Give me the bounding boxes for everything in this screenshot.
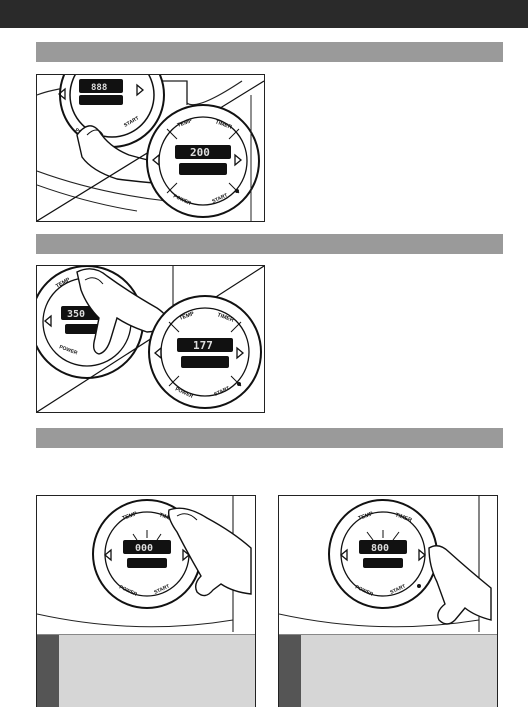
dial-power-left: POWER START bbox=[57, 75, 165, 148]
caption-box-left bbox=[37, 634, 255, 707]
lcd-readout: 800 bbox=[371, 543, 389, 554]
section-bar-1 bbox=[36, 42, 503, 62]
dial-temp-right: TEMP TIMER POWER START bbox=[146, 104, 260, 218]
temp-label: TEMP bbox=[179, 311, 196, 322]
section-bar-2 bbox=[36, 234, 503, 254]
figure-temp-adjust: TEMP POWER 350 TEMP TIMER POWER START 17 bbox=[36, 265, 265, 413]
top-header-bar bbox=[0, 0, 528, 28]
timer-label: TIMER bbox=[158, 512, 176, 523]
dial-temp-right: TEMP TIMER POWER START bbox=[148, 295, 262, 409]
timer-label: TIMER bbox=[214, 119, 232, 130]
timer-label: TIMER bbox=[216, 312, 234, 323]
figure-power-on: POWER START 888 TEMP TIMER POWER S bbox=[36, 74, 265, 222]
timer-label: TIMER bbox=[394, 512, 412, 523]
temp-label: TEMP bbox=[358, 511, 375, 522]
lcd-readout: 888 bbox=[91, 83, 107, 93]
section-bar-3 bbox=[36, 428, 503, 448]
lcd-readout: 177 bbox=[193, 339, 213, 352]
figure-start: TEMP TIMER POWER START 800 bbox=[278, 495, 498, 707]
dial-start: TEMP TIMER POWER START bbox=[328, 499, 438, 609]
caption-box-right bbox=[279, 634, 497, 707]
temp-label: TEMP bbox=[177, 118, 194, 129]
temp-label: TEMP bbox=[122, 511, 139, 522]
lcd-readout: 000 bbox=[135, 543, 153, 554]
lcd-readout: 200 bbox=[190, 146, 210, 159]
figure-timer-adjust: TEMP TIMER POWER START 000 bbox=[36, 495, 256, 707]
caption-tab bbox=[279, 635, 301, 707]
caption-tab bbox=[37, 635, 59, 707]
lcd-readout: 350 bbox=[67, 309, 85, 320]
